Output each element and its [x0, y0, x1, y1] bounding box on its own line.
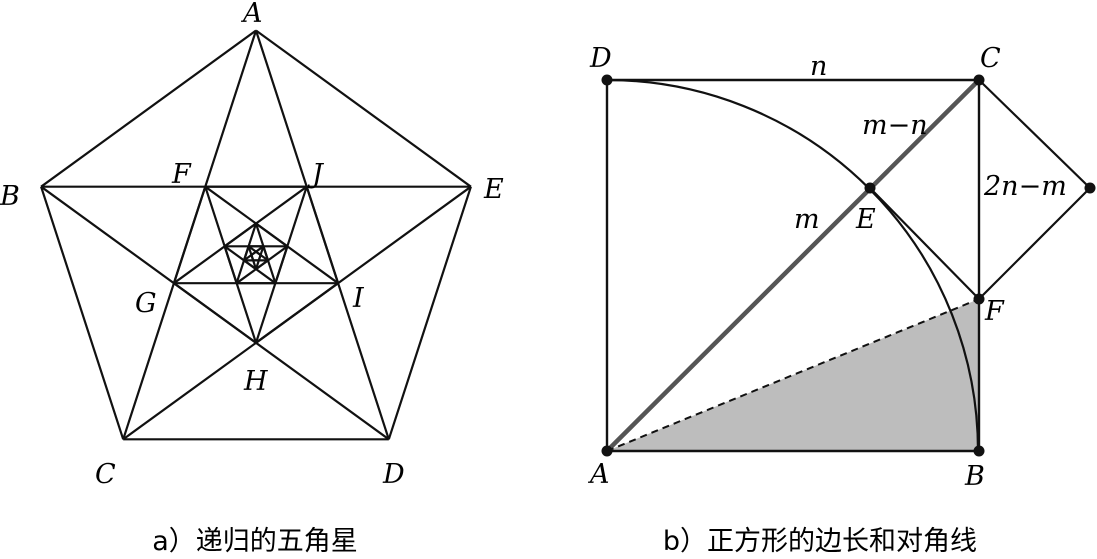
pentagram-line-12	[255, 282, 339, 344]
panel-a-recursive-pentagram: A B C D E F J G I H a）递归的五角星	[0, 0, 504, 557]
label-b-n: n	[810, 51, 827, 82]
pentagram-line-42	[255, 250, 262, 256]
label-b-A: A	[587, 459, 610, 490]
pentagram-line-10	[172, 186, 207, 284]
square-sides	[605, 78, 981, 453]
label-a-E: E	[483, 174, 504, 205]
pentagram-lines	[40, 29, 472, 441]
pentagram-line-22	[274, 245, 289, 284]
pentagram-line-13	[305, 186, 340, 284]
diagonal-AC	[605, 78, 981, 453]
label-a-F: F	[171, 159, 192, 190]
segment-outer-F	[978, 187, 1091, 300]
small-square	[869, 79, 1091, 300]
pentagram-line-23	[255, 222, 289, 248]
pentagram-line-43	[250, 250, 257, 256]
pentagram-line-24	[223, 222, 257, 248]
dashed-AF	[606, 298, 980, 452]
pentagram-line-4	[255, 29, 472, 188]
pentagram-line-30	[243, 259, 257, 270]
caption-b: b）正方形的边长和对角线	[663, 526, 977, 557]
label-b-m-minus-n: m−n	[862, 110, 928, 141]
pentagram-line-0	[40, 29, 257, 188]
pentagram-line-1	[40, 186, 125, 440]
label-a-B: B	[0, 181, 20, 212]
point-B	[973, 445, 985, 457]
segment-EF	[869, 187, 980, 300]
label-a-D: D	[382, 459, 405, 490]
label-b-B: B	[964, 461, 985, 492]
label-b-2n-minus-m: 2n−m	[983, 171, 1067, 202]
label-a-H: H	[243, 366, 268, 397]
pentagram-line-41	[257, 254, 262, 261]
pentagram-line-3	[387, 186, 472, 440]
label-b-D: D	[589, 43, 612, 74]
point-A	[601, 445, 613, 457]
label-b-C: C	[980, 43, 1001, 74]
point-F	[973, 293, 985, 305]
label-a-A: A	[240, 0, 263, 29]
label-a-J: J	[307, 159, 325, 190]
pentagram-line-20	[223, 245, 238, 284]
point-outer	[1084, 182, 1096, 194]
points	[601, 74, 1096, 457]
label-a-I: I	[352, 283, 365, 314]
label-b-F: F	[984, 296, 1005, 327]
label-a-G: G	[135, 288, 157, 319]
pentagram-line-32	[262, 245, 270, 261]
pentagram-line-31	[255, 259, 269, 270]
point-E	[864, 182, 876, 194]
pentagram-line-34	[242, 245, 250, 261]
point-C	[973, 74, 985, 86]
label-b-E: E	[855, 204, 876, 235]
pentagram-line-11	[173, 282, 257, 344]
caption-a: a）递归的五角星	[152, 526, 358, 557]
point-D	[601, 74, 613, 86]
panel-b-square-diagonal: D C A B E F n m−n m 2n−m b）正方形的边长和对角线	[587, 43, 1096, 557]
pentagram-line-44	[250, 254, 255, 261]
label-a-C: C	[95, 459, 116, 490]
label-b-m: m	[794, 204, 820, 235]
segment-C-outer	[978, 79, 1091, 189]
